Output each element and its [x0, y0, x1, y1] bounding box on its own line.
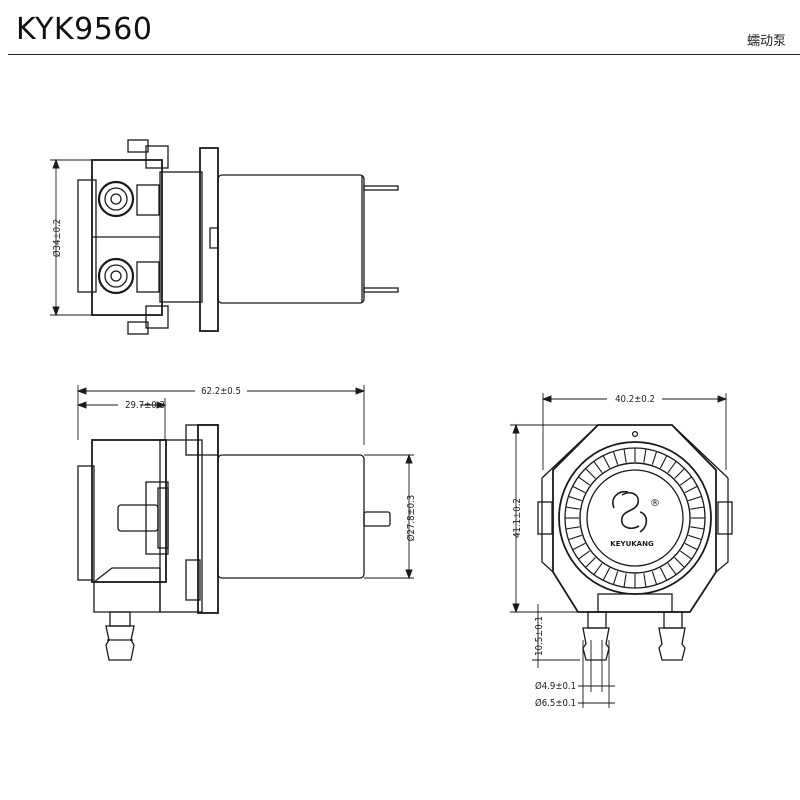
- roller-tooth: [612, 571, 619, 585]
- roller-tooth: [585, 468, 596, 479]
- front-width-label: 40.2±0.2: [615, 394, 655, 405]
- registered-mark: ®: [650, 498, 660, 509]
- roller-tooth: [623, 573, 627, 588]
- top-diameter-label: Ø34±0.2: [52, 219, 63, 257]
- roller-tooth: [612, 451, 619, 465]
- front-height-label: 41.1±0.2: [512, 498, 523, 538]
- top-tube-outlet-upper: [97, 180, 135, 218]
- side-tube-fitting: [105, 611, 135, 661]
- front-housing: [552, 424, 717, 613]
- side-head-length-label: 29.7±0.3: [125, 400, 165, 411]
- front-width-dimension: [541, 393, 728, 470]
- front-inner-diameter-label: Ø4.9±0.1: [535, 681, 576, 692]
- side-latch: [117, 504, 159, 532]
- top-view: Ø34±0.2: [50, 139, 399, 335]
- front-clip-left: [537, 501, 553, 535]
- roller-tooth: [674, 557, 685, 568]
- roller-tooth: [578, 550, 591, 560]
- roller-tooth: [568, 534, 582, 541]
- top-diameter-dimension: [50, 158, 92, 317]
- header-rule: [8, 54, 800, 55]
- roller-tooth: [593, 461, 603, 474]
- roller-tooth: [578, 476, 591, 486]
- roller-tooth: [651, 571, 658, 585]
- model-title: KYK9560: [16, 12, 153, 47]
- top-flange: [199, 147, 219, 332]
- roller-tooth: [585, 557, 596, 568]
- side-total-length-dimension: [76, 385, 366, 445]
- side-total-length-label: 62.2±0.5: [201, 386, 241, 397]
- side-motor-shaft: [363, 511, 391, 527]
- side-head-body: [91, 439, 167, 583]
- front-roller-ring-outer: [558, 441, 712, 595]
- top-head-rear: [159, 171, 203, 303]
- front-rotor-cap: [586, 469, 684, 567]
- roller-tooth: [688, 495, 702, 502]
- side-flange: [197, 424, 219, 614]
- roller-tooth: [690, 506, 705, 510]
- roller-tooth: [565, 526, 580, 530]
- top-motor: [217, 174, 365, 304]
- roller-tooth: [643, 448, 647, 463]
- header: KYK9560 蠕动泵: [0, 0, 800, 56]
- roller-tooth: [679, 550, 692, 560]
- roller-tooth: [659, 455, 668, 469]
- roller-tooth: [568, 495, 582, 502]
- front-view: 40.2±0.2 41.1±0.2 10.5±0.1 Ø4.9±0.1 Ø6: [510, 393, 733, 709]
- roller-tooth: [684, 485, 698, 494]
- front-height-dimension: [510, 423, 598, 614]
- brand-text: KEYUKANG: [610, 540, 654, 548]
- front-tube-fitting-right: [658, 611, 686, 661]
- roller-tooth: [674, 468, 685, 479]
- roller-tooth: [572, 485, 586, 494]
- roller-tooth: [643, 573, 647, 588]
- front-tube-diameter-dimensions: [578, 640, 615, 708]
- top-tube-outlet-lower: [97, 257, 135, 295]
- top-terminal-lower: [363, 287, 399, 293]
- front-clip-right: [717, 501, 733, 535]
- front-tube-length-label: 10.5±0.1: [534, 616, 545, 656]
- roller-tooth: [623, 448, 627, 463]
- roller-tooth: [667, 461, 677, 474]
- roller-tooth: [679, 476, 692, 486]
- side-head-length-dimension: [76, 398, 167, 440]
- roller-tooth: [593, 562, 603, 575]
- roller-tooth: [651, 451, 658, 465]
- side-motor-diameter-label: Ø27.8±0.3: [406, 495, 417, 542]
- roller-tooth: [690, 526, 705, 530]
- roller-tooth: [659, 567, 668, 581]
- front-tube-fitting-left: [582, 611, 610, 661]
- roller-tooth: [684, 542, 698, 551]
- front-outer-diameter-label: Ø6.5±0.1: [535, 698, 576, 709]
- side-motor: [217, 454, 365, 579]
- top-head-face: [77, 179, 97, 293]
- roller-tooth: [602, 567, 611, 581]
- front-roller-teeth: [565, 448, 705, 588]
- roller-tooth: [667, 562, 677, 575]
- product-subtitle: 蠕动泵: [746, 34, 786, 49]
- roller-tooth: [688, 534, 702, 541]
- top-terminal-upper: [363, 185, 399, 191]
- side-motor-diameter-dimension: [364, 453, 414, 580]
- side-view: 62.2±0.5 29.7±0.3 Ø27.8±0.3: [76, 385, 417, 661]
- roller-tooth: [602, 455, 611, 469]
- roller-tooth: [572, 542, 586, 551]
- side-head-rear: [159, 439, 203, 613]
- side-head-face: [77, 465, 95, 581]
- roller-tooth: [565, 506, 580, 510]
- front-tube-length-dimension: [532, 604, 580, 668]
- brand-logo-icon: [612, 490, 648, 533]
